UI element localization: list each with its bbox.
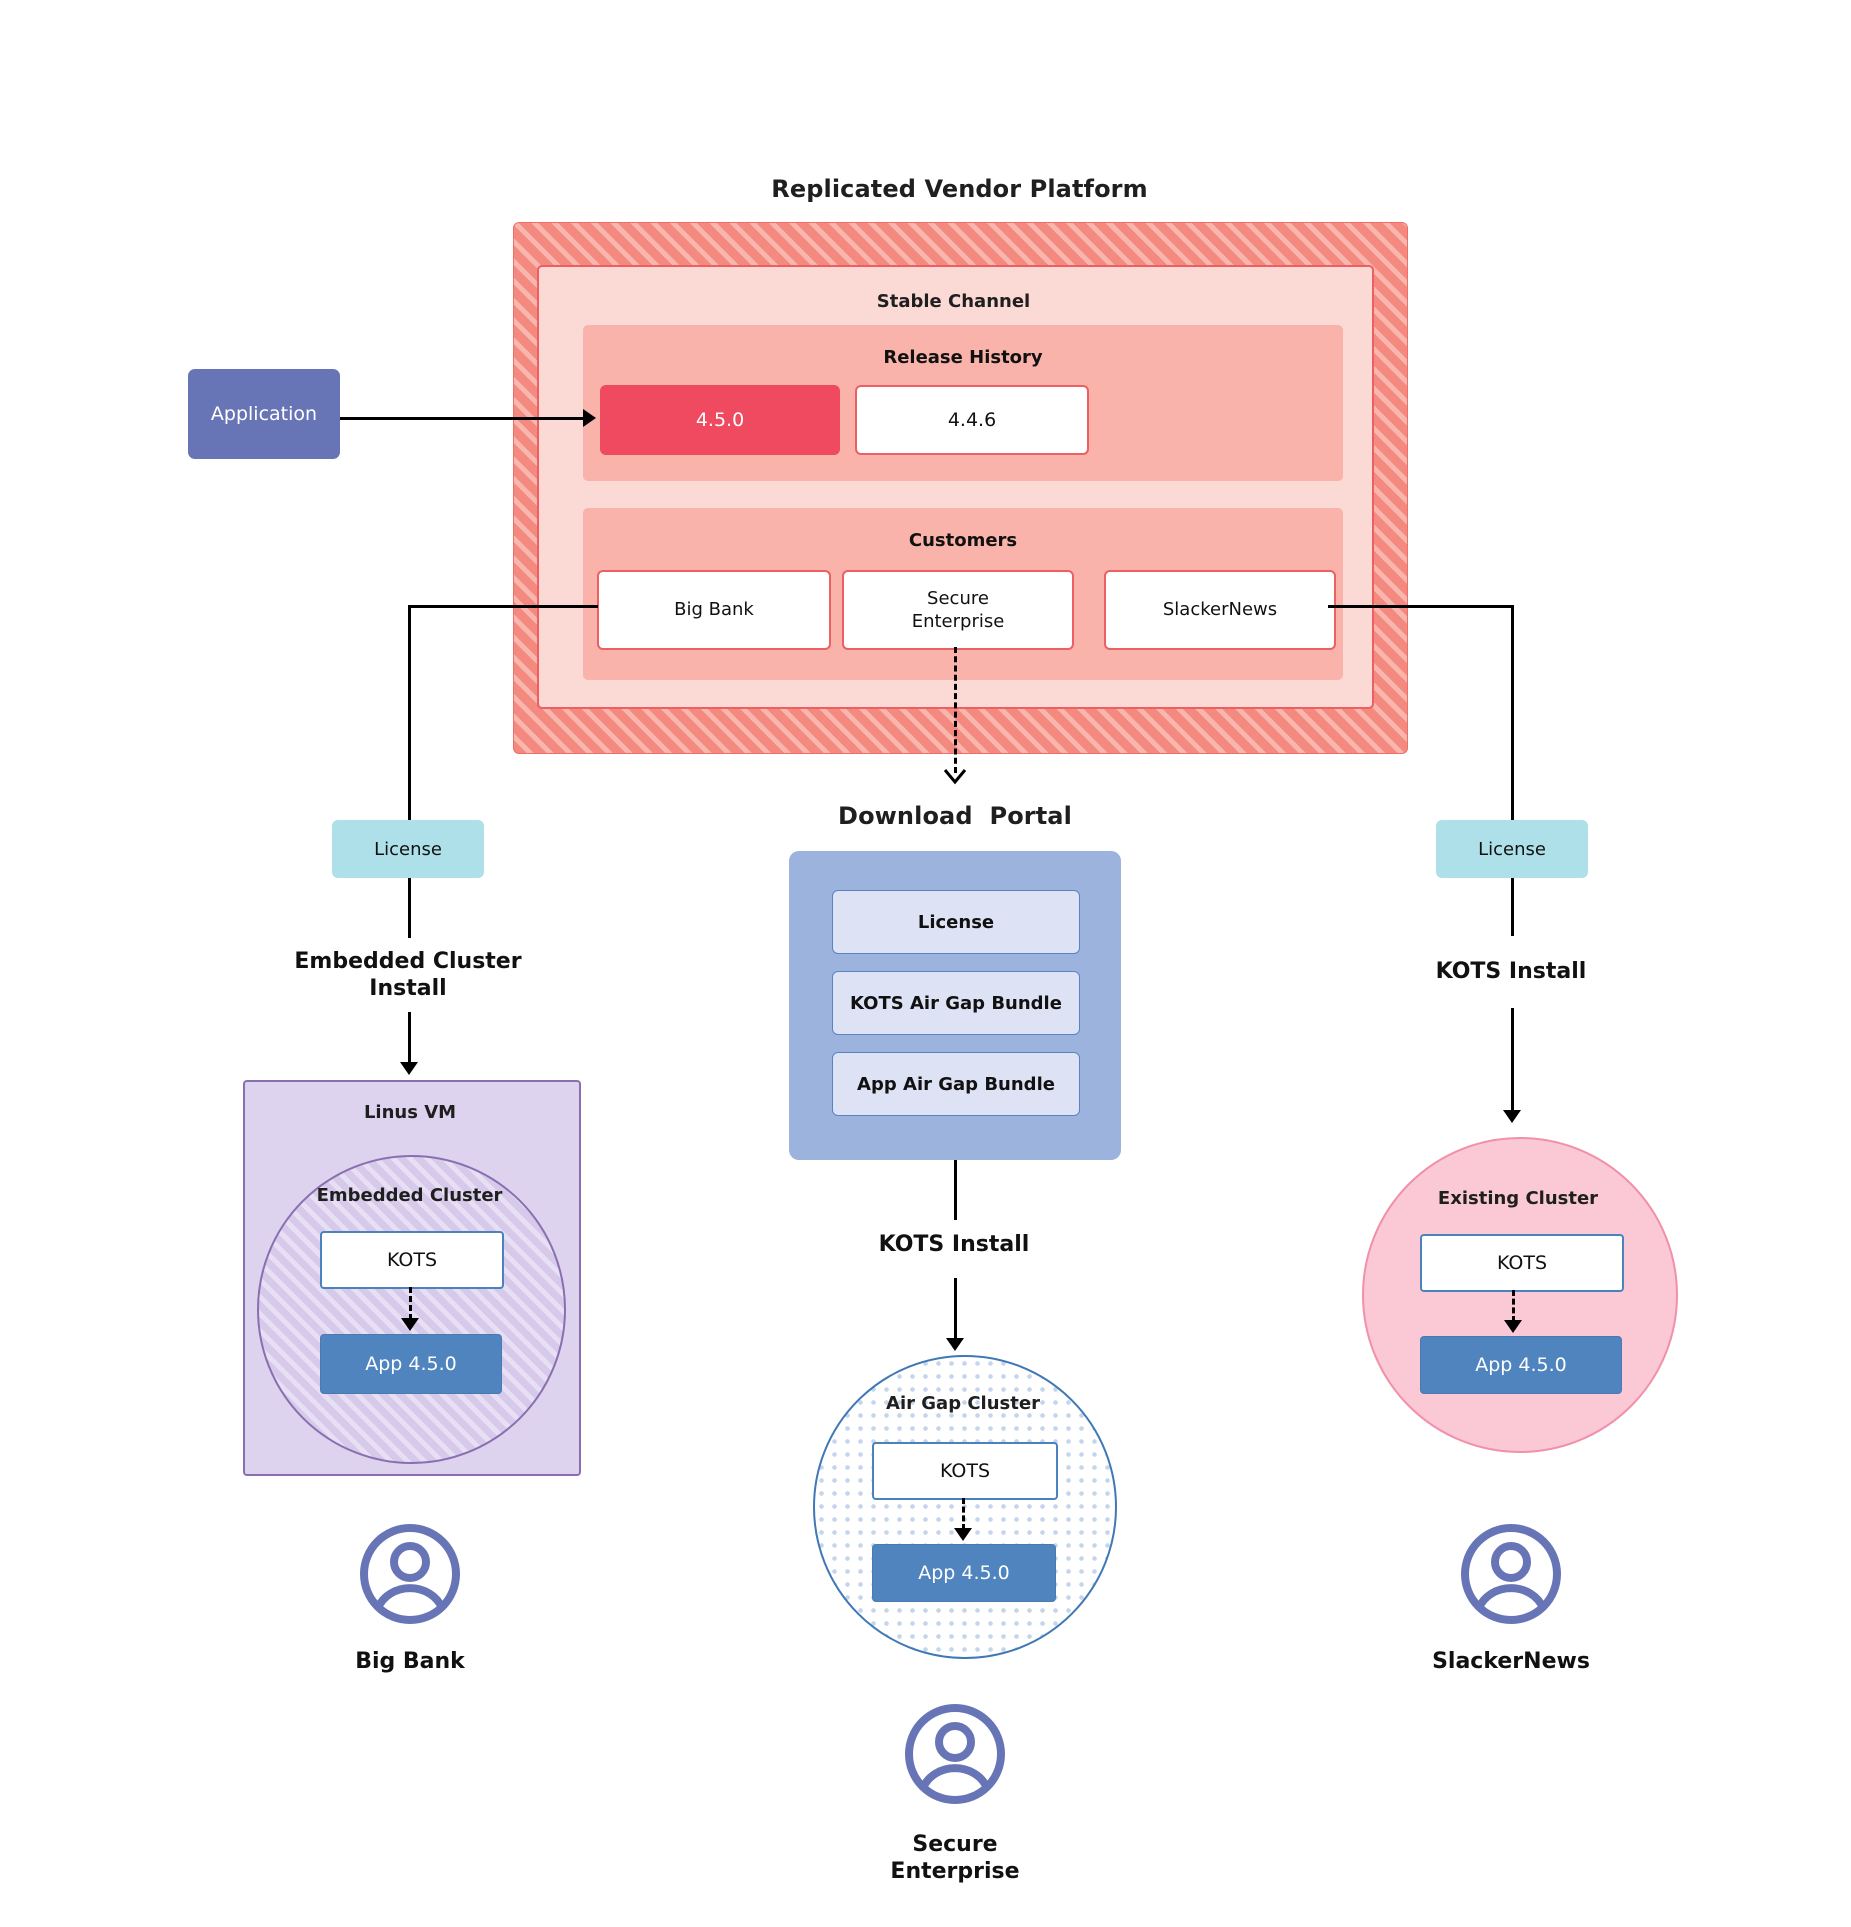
air-gap-cluster-circle bbox=[813, 1355, 1117, 1659]
user-avatar-icon-slackernews bbox=[1459, 1522, 1563, 1626]
app-box-embedded[interactable]: App 4.5.0 bbox=[320, 1334, 502, 1394]
arrowhead-kots-to-app-airgap bbox=[954, 1528, 972, 1541]
app-box-existing[interactable]: App 4.5.0 bbox=[1420, 1336, 1622, 1394]
embedded-cluster-label: Embedded Cluster bbox=[316, 1184, 503, 1206]
linux-vm-label: Linus VM bbox=[363, 1101, 457, 1123]
app-box-airgap[interactable]: App 4.5.0 bbox=[872, 1544, 1056, 1602]
connector-portal-down bbox=[954, 1160, 957, 1220]
customers-title: Customers bbox=[908, 529, 1018, 551]
portal-item-license[interactable]: License bbox=[832, 890, 1080, 954]
stable-channel-title: Stable Channel bbox=[876, 290, 1031, 312]
connector-slackernews-vertical bbox=[1511, 605, 1514, 820]
release-box-current[interactable]: 4.5.0 bbox=[600, 385, 840, 455]
license-chip-left[interactable]: License bbox=[332, 820, 484, 878]
kots-box-existing[interactable]: KOTS bbox=[1420, 1234, 1624, 1292]
install-label-right: KOTS Install bbox=[1435, 959, 1587, 985]
air-gap-cluster-label: Air Gap Cluster bbox=[886, 1392, 1040, 1414]
existing-cluster-circle bbox=[1362, 1137, 1678, 1453]
connector-slackernews-horizontal bbox=[1328, 605, 1513, 608]
connector-application-to-release bbox=[340, 417, 583, 420]
kots-box-airgap[interactable]: KOTS bbox=[872, 1442, 1058, 1500]
portal-item-app-airgap-bundle[interactable]: App Air Gap Bundle bbox=[832, 1052, 1080, 1116]
chevron-down-icon-portal bbox=[943, 768, 967, 786]
end-user-label-secure-enterprise: Secure Enterprise bbox=[890, 1831, 1020, 1885]
arrowhead-center-to-airgap bbox=[946, 1338, 964, 1351]
connector-secure-enterprise-to-portal bbox=[954, 647, 957, 773]
customer-box-big-bank[interactable]: Big Bank bbox=[597, 570, 831, 650]
connector-license-right-down bbox=[1511, 878, 1514, 936]
connector-kots-to-app-existing bbox=[1512, 1290, 1515, 1322]
arrowhead-application-to-release bbox=[583, 409, 596, 427]
arrowhead-kots-to-app-embedded bbox=[401, 1318, 419, 1331]
release-history-title: Release History bbox=[883, 346, 1043, 368]
connector-bigbank-vertical bbox=[408, 605, 411, 820]
platform-title: Replicated Vendor Platform bbox=[771, 175, 1148, 203]
end-user-label-big-bank: Big Bank bbox=[355, 1649, 465, 1675]
connector-bigbank-horizontal bbox=[408, 605, 598, 608]
connector-license-left-down bbox=[408, 878, 411, 938]
connector-kots-to-app-airgap bbox=[962, 1498, 965, 1530]
connector-right-to-existing bbox=[1511, 1008, 1514, 1112]
kots-box-embedded[interactable]: KOTS bbox=[320, 1231, 504, 1289]
customer-box-slackernews[interactable]: SlackerNews bbox=[1104, 570, 1336, 650]
install-label-center: KOTS Install bbox=[878, 1232, 1030, 1258]
portal-item-kots-airgap-bundle[interactable]: KOTS Air Gap Bundle bbox=[832, 971, 1080, 1035]
user-avatar-icon-big-bank bbox=[358, 1522, 462, 1626]
application-box[interactable]: Application bbox=[188, 369, 340, 459]
connector-left-to-vm bbox=[408, 1012, 411, 1064]
release-box-previous[interactable]: 4.4.6 bbox=[855, 385, 1089, 455]
user-avatar-icon-secure-enterprise bbox=[903, 1702, 1007, 1806]
license-chip-right[interactable]: License bbox=[1436, 820, 1588, 878]
arrowhead-kots-to-app-existing bbox=[1504, 1320, 1522, 1333]
arrowhead-left-to-vm bbox=[400, 1062, 418, 1075]
arrowhead-right-to-existing bbox=[1503, 1110, 1521, 1123]
connector-center-to-airgap bbox=[954, 1278, 957, 1340]
connector-kots-to-app-embedded bbox=[409, 1287, 412, 1320]
end-user-label-slackernews: SlackerNews bbox=[1432, 1649, 1590, 1675]
existing-cluster-label: Existing Cluster bbox=[1437, 1187, 1599, 1209]
download-portal-title: Download Portal bbox=[838, 802, 1072, 830]
customer-box-secure-enterprise[interactable]: Secure Enterprise bbox=[842, 570, 1074, 650]
install-label-left: Embedded Cluster Install bbox=[294, 948, 522, 1002]
